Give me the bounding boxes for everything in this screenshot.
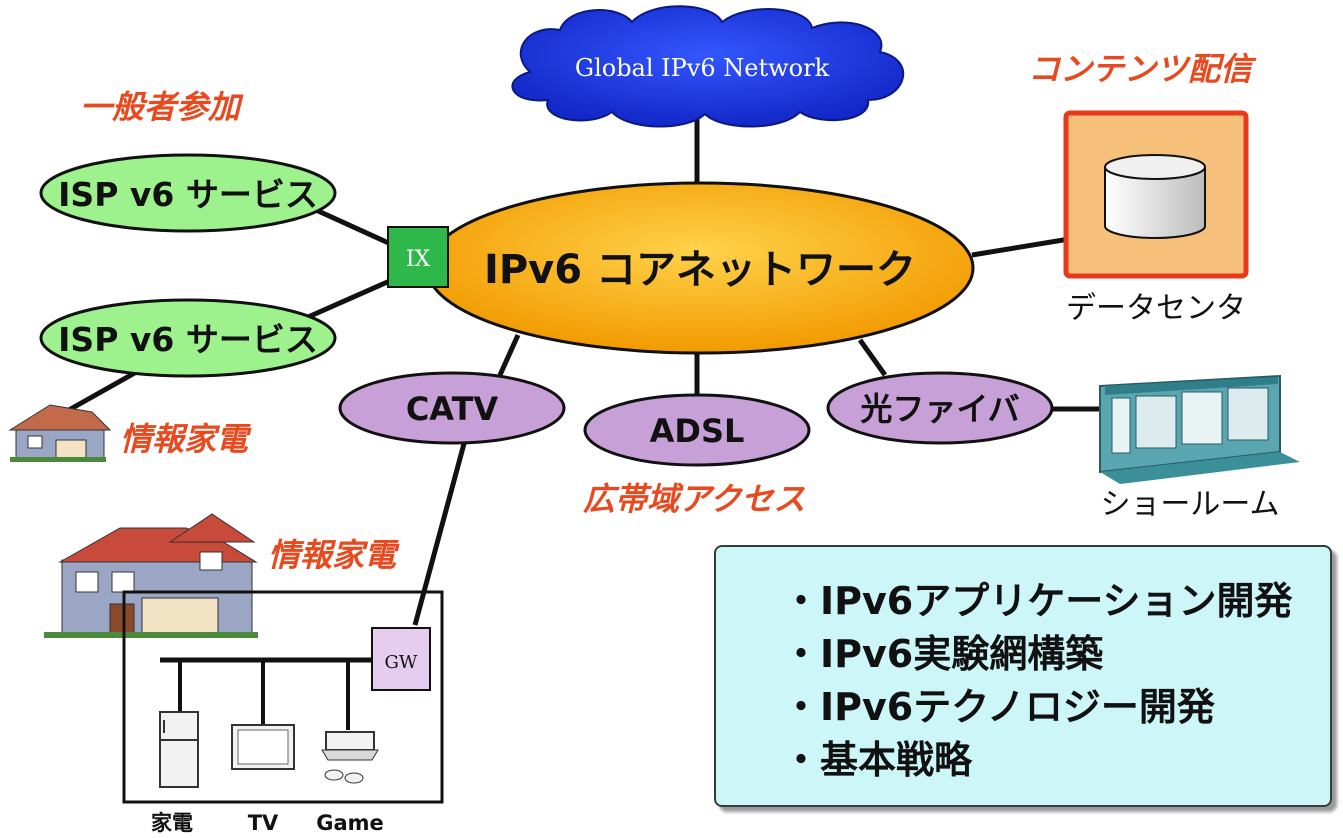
- isp-node-1: ISP v6 サービス: [39, 153, 337, 233]
- small-house-icon: [8, 404, 112, 462]
- task-list-box: ・IPv6アプリケーション開発 ・IPv6実験網構築 ・IPv6テクノロジー開発…: [714, 545, 1332, 807]
- catv-node: CATV: [338, 371, 566, 445]
- ix-label: IX: [406, 247, 431, 272]
- tv-icon: [231, 724, 295, 770]
- appliance-heading-small: 情報家電: [120, 420, 252, 458]
- ix-node: IX: [387, 226, 449, 288]
- large-house-icon: [44, 513, 258, 638]
- isp-label-2: ISP v6 サービス: [58, 320, 318, 359]
- isp-node-2: ISP v6 サービス: [39, 298, 337, 378]
- home-network-box: GW: [122, 590, 444, 804]
- catv-label: CATV: [406, 390, 499, 428]
- fiber-node: 光ファイバ: [826, 371, 1054, 445]
- adsl-node: ADSL: [583, 393, 811, 467]
- device-label-appliance: 家電: [151, 811, 193, 834]
- broadband-heading: 広帯域アクセス: [583, 480, 805, 518]
- link-core-catv: [497, 333, 521, 377]
- content-heading: コンテンツ配信: [1028, 50, 1257, 88]
- game-console-icon: [321, 731, 379, 784]
- link-catv-gw: [412, 439, 468, 626]
- appliance-heading-large: 情報家電: [268, 536, 400, 574]
- task-item: ・IPv6テクノロジー開発: [782, 685, 1215, 729]
- link-core-fiber: [857, 338, 888, 377]
- isp-label-1: ISP v6 サービス: [58, 175, 318, 214]
- adsl-label: ADSL: [650, 412, 745, 450]
- datacenter-label: データセンタ: [1066, 291, 1246, 326]
- showroom-icon: [1099, 374, 1300, 484]
- public-heading: 一般者参加: [80, 88, 244, 126]
- device-label-tv: TV: [248, 811, 279, 834]
- gw-label: GW: [385, 652, 418, 673]
- core-network: IPv6 コアネットワーク: [425, 181, 975, 355]
- showroom-label: ショールーム: [1100, 487, 1279, 522]
- global-network-label: Global IPv6 Network: [575, 54, 830, 82]
- task-item: ・IPv6アプリケーション開発: [782, 579, 1293, 623]
- datacenter: データセンタ: [1063, 110, 1249, 326]
- task-item: ・IPv6実験網構築: [782, 632, 1104, 676]
- device-label-game: Game: [316, 811, 384, 834]
- gw-node: GW: [371, 627, 431, 691]
- fiber-label: 光ファイバ: [860, 390, 1019, 428]
- link-isp2-house: [58, 367, 142, 418]
- task-item: ・基本戦略: [782, 738, 973, 782]
- global-network-cloud: Global IPv6 Network: [511, 5, 905, 128]
- refrigerator-icon: [159, 711, 199, 788]
- core-label: IPv6 コアネットワーク: [484, 247, 916, 293]
- task-list: ・IPv6アプリケーション開発 ・IPv6実験網構築 ・IPv6テクノロジー開発…: [716, 547, 1330, 787]
- database-icon: [1104, 154, 1206, 239]
